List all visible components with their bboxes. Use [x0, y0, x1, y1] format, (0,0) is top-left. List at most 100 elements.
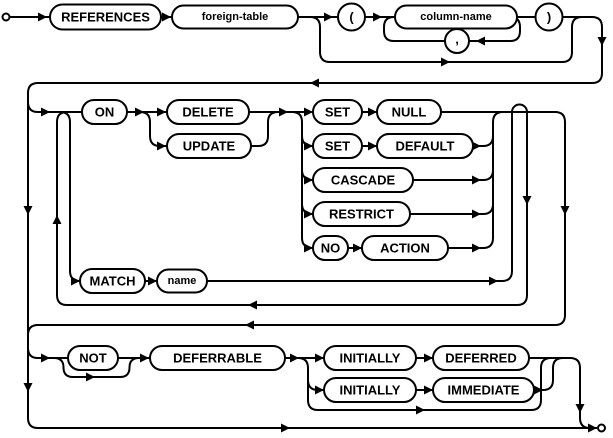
- nonterminal-box-foreign-table: foreign-table: [171, 4, 299, 30]
- arrowhead-icon: [560, 206, 570, 215]
- keyword-label: RESTRICT: [329, 207, 394, 222]
- keyword-label: DEFERRABLE: [173, 351, 262, 366]
- arrowhead-icon: [148, 276, 157, 286]
- keyword-label: SET: [325, 139, 350, 154]
- arrowheads: [23, 12, 607, 433]
- nonterminal-label: column-name: [420, 11, 492, 23]
- arrowhead-icon: [472, 175, 481, 185]
- arrowhead-icon: [324, 12, 333, 22]
- arrowhead-icon: [304, 209, 313, 219]
- arrowhead-icon: [472, 243, 481, 253]
- punctuation-open-paren: (: [337, 2, 366, 32]
- arrowhead-icon: [534, 385, 543, 395]
- arrowhead-icon: [368, 141, 377, 151]
- keyword-box-restrict: RESTRICT: [312, 201, 411, 227]
- keyword-label: INITIALLY: [340, 351, 401, 366]
- arrowhead-icon: [52, 215, 62, 224]
- keyword-box-not: NOT: [67, 345, 119, 371]
- keyword-box-deferred: DEFERRED: [432, 345, 530, 371]
- arrowhead-icon: [23, 206, 33, 215]
- arrowhead-icon: [304, 243, 313, 253]
- nonterminal-label: name: [168, 275, 197, 287]
- nonterminal-box-name: name: [156, 268, 208, 294]
- arrowhead-icon: [23, 383, 33, 392]
- keyword-box-initially-2: INITIALLY: [323, 377, 417, 403]
- punctuation-label: ): [547, 10, 551, 25]
- arrowhead-icon: [290, 353, 299, 363]
- keyword-box-immediate: IMMEDIATE: [432, 377, 535, 403]
- keyword-label: NO: [321, 241, 341, 256]
- keyword-box-delete: DELETE: [166, 99, 250, 125]
- arrowhead-icon: [71, 276, 80, 286]
- arrowhead-icon: [86, 372, 95, 382]
- arrowhead-icon: [304, 141, 313, 151]
- punctuation-label: (: [349, 10, 354, 25]
- arrowhead-icon: [588, 423, 597, 433]
- arrowhead-icon: [248, 300, 257, 310]
- arrowhead-icon: [472, 209, 481, 219]
- arrowhead-icon: [41, 353, 50, 363]
- arrowhead-icon: [368, 107, 377, 117]
- arrowhead-icon: [472, 141, 481, 151]
- arrowhead-icon: [416, 405, 425, 415]
- arrowhead-icon: [489, 276, 498, 286]
- arrowhead-icon: [575, 404, 585, 413]
- keyword-box-deferrable: DEFERRABLE: [149, 345, 286, 371]
- keyword-box-null: NULL: [376, 99, 442, 125]
- keyword-box-default: DEFAULT: [376, 133, 474, 159]
- arrowhead-icon: [353, 243, 362, 253]
- keyword-label: DEFERRED: [445, 351, 517, 366]
- keyword-label: REFERENCES: [61, 10, 150, 25]
- keyword-label: NULL: [392, 105, 427, 120]
- arrowhead-icon: [281, 423, 290, 433]
- arrowhead-icon: [597, 37, 607, 46]
- keyword-box-set-2: SET: [312, 133, 363, 159]
- arrowhead-icon: [135, 107, 144, 117]
- arrowhead-icon: [41, 107, 50, 117]
- arrowhead-icon: [373, 12, 382, 22]
- punctuation-comma: ,: [444, 28, 470, 54]
- arrowhead-icon: [315, 353, 324, 363]
- keyword-box-match: MATCH: [79, 268, 146, 294]
- keyword-box-cascade: CASCADE: [312, 167, 414, 193]
- arrowhead-icon: [424, 353, 433, 363]
- arrowhead-icon: [38, 12, 47, 22]
- arrowhead-icon: [157, 107, 166, 117]
- arrowhead-icon: [304, 175, 313, 185]
- arrowhead-icon: [245, 320, 254, 330]
- keyword-label: SET: [325, 105, 350, 120]
- keyword-box-no: NO: [312, 235, 349, 261]
- keyword-box-action: ACTION: [361, 235, 449, 261]
- punctuation-label: ,: [455, 32, 459, 47]
- keyword-label: IMMEDIATE: [448, 383, 520, 398]
- arrowhead-icon: [441, 57, 450, 67]
- nonterminal-box-column-name: column-name: [394, 4, 518, 30]
- arrowhead-icon: [522, 196, 532, 205]
- arrowhead-icon: [424, 385, 433, 395]
- arrowhead-icon: [140, 353, 149, 363]
- arrowhead-icon: [476, 36, 485, 46]
- arrowhead-icon: [157, 141, 166, 151]
- keyword-box-initially-1: INITIALLY: [323, 345, 417, 371]
- keyword-box-references: REFERENCES: [49, 3, 162, 31]
- keyword-label: MATCH: [90, 274, 136, 289]
- arrowhead-icon: [162, 12, 171, 22]
- arrowhead-icon: [315, 385, 324, 395]
- keyword-label: DELETE: [182, 105, 234, 120]
- arrowhead-icon: [279, 107, 288, 117]
- keyword-box-on: ON: [81, 99, 128, 125]
- punctuation-close-paren: ): [534, 2, 564, 32]
- nonterminal-label: foreign-table: [202, 11, 269, 23]
- keyword-box-set-1: SET: [312, 99, 363, 125]
- keyword-label: DEFAULT: [396, 139, 455, 154]
- keyword-label: ACTION: [380, 241, 430, 256]
- keyword-box-update: UPDATE: [166, 133, 252, 159]
- arrowhead-icon: [304, 107, 313, 117]
- end-terminal: [597, 423, 606, 433]
- keyword-label: CASCADE: [331, 173, 396, 188]
- keyword-label: INITIALLY: [340, 383, 401, 398]
- keyword-label: NOT: [79, 351, 107, 366]
- arrowhead-icon: [310, 78, 319, 88]
- keyword-label: ON: [95, 105, 115, 120]
